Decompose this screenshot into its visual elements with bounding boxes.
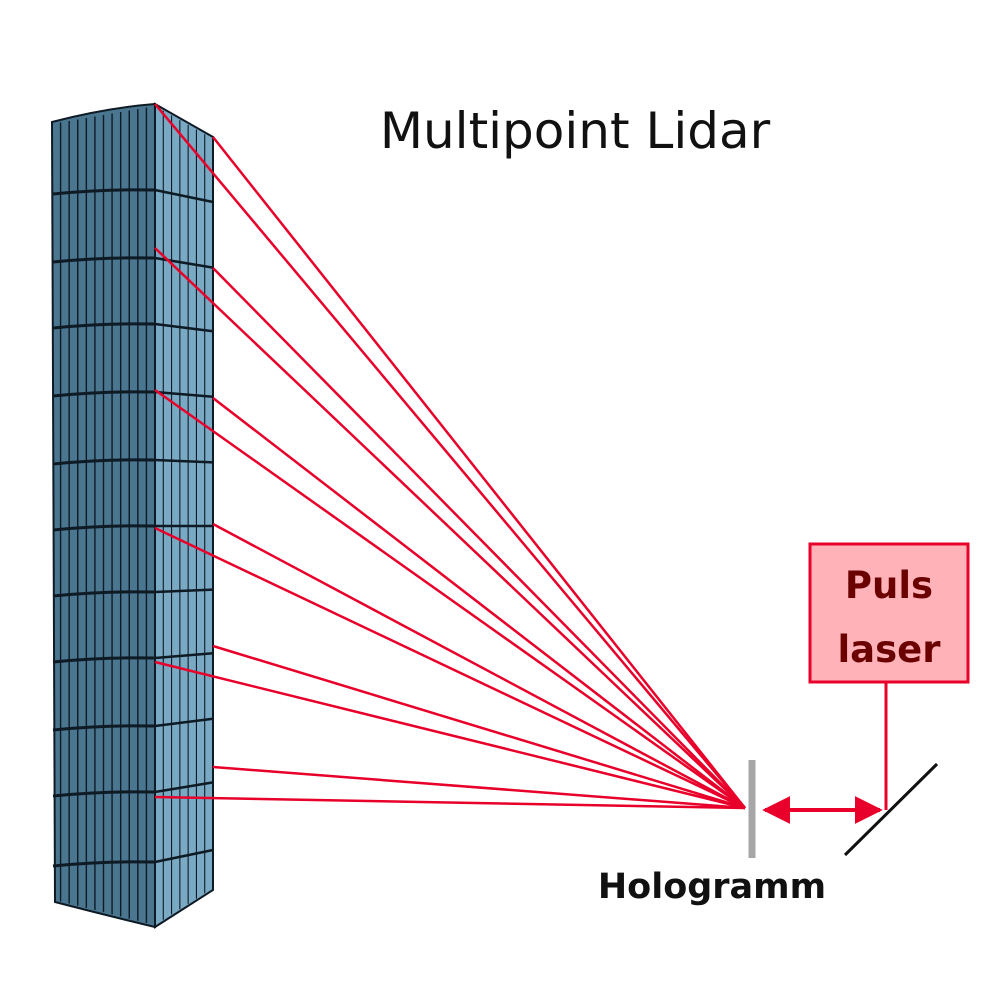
laser-beam-line — [212, 136, 746, 809]
building-floor-line — [52, 390, 156, 398]
building-floor-line — [154, 651, 214, 660]
building-floor-line — [154, 848, 214, 864]
laser-beam-line — [212, 267, 746, 809]
mirror — [843, 762, 939, 857]
laser-beam-line — [154, 526, 746, 810]
laser-beam-line — [154, 388, 746, 810]
hologram-label: Hologramm — [598, 867, 826, 907]
building-floor-line — [154, 256, 214, 269]
building-floor-line — [52, 590, 156, 598]
building-floor-line — [52, 790, 156, 798]
building-floor-line — [52, 724, 156, 732]
building-floor-line — [52, 256, 156, 264]
laser-beam-line — [212, 522, 746, 810]
laser-beam-line — [212, 765, 746, 810]
building-floor-line — [154, 322, 214, 333]
building-window-columns — [59, 107, 206, 923]
pulse-laser-box — [808, 542, 970, 684]
building-floor-line — [154, 390, 214, 399]
laser-beam-line — [154, 795, 746, 810]
building-floor-line — [52, 656, 156, 664]
building — [50, 102, 214, 929]
building-floor-line — [52, 524, 156, 532]
building-floor-line — [52, 322, 156, 330]
building-floor-line — [52, 188, 156, 196]
pulse-laser-label-line2: laser — [837, 628, 941, 671]
diagram-title: Multipoint Lidar — [380, 102, 771, 160]
laser-beam-line — [212, 644, 746, 810]
laser-beams — [154, 103, 746, 810]
laser-beam-line — [154, 103, 746, 809]
building-floor-line — [154, 781, 214, 794]
pulse-laser-label-line1: Puls — [845, 564, 933, 607]
laser-beam-line — [154, 247, 746, 809]
building-floor-line — [154, 588, 214, 594]
building-floor-line — [52, 458, 156, 466]
building-floor-line — [154, 717, 214, 728]
building-floor-line — [154, 458, 214, 464]
laser-beam-line — [212, 397, 746, 809]
building-floor-line — [154, 188, 214, 204]
laser-beam-line — [154, 660, 746, 810]
building-floor-lines — [52, 188, 214, 868]
building-floor-line — [52, 860, 156, 868]
